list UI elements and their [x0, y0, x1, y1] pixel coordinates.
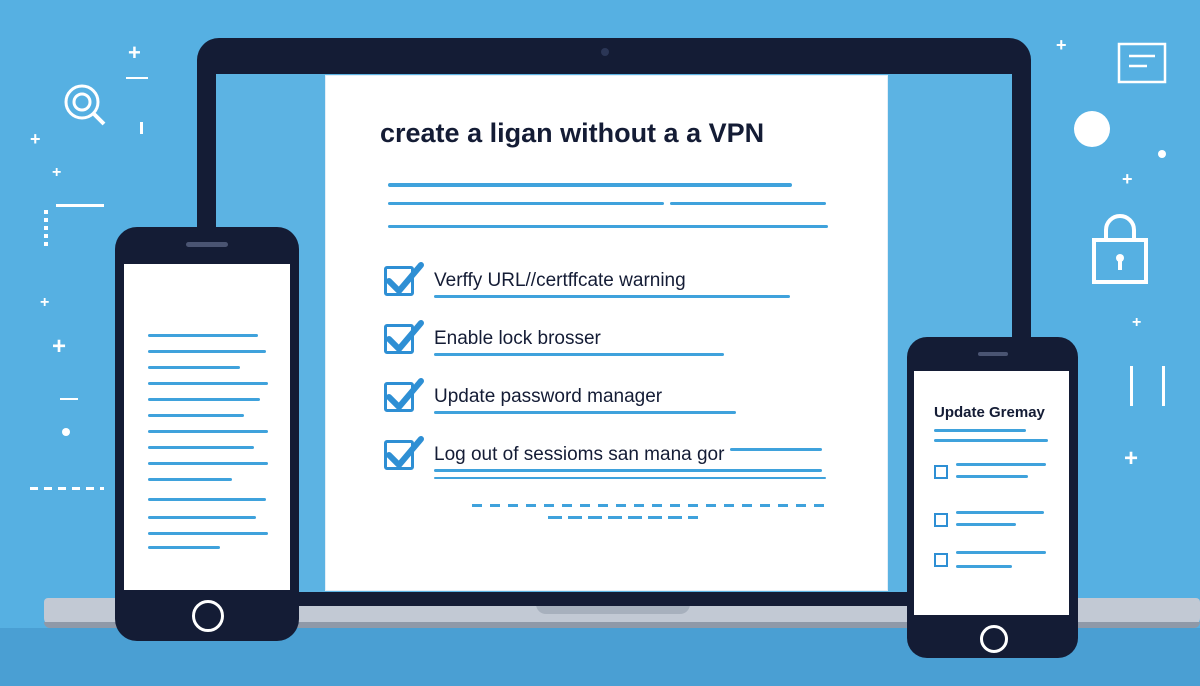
document-page: create a ligan without a a VPN Verffy UR… [326, 76, 887, 590]
home-button[interactable] [192, 600, 224, 632]
check-icon [386, 320, 424, 352]
text-line [388, 202, 664, 205]
plus-icon: + [128, 40, 141, 65]
text-line [434, 295, 790, 298]
text-line [730, 448, 822, 451]
tick-decoration [44, 210, 48, 250]
webcam [601, 48, 609, 56]
plus-icon: + [52, 333, 67, 360]
home-button[interactable] [980, 625, 1008, 653]
dash-decoration [126, 77, 148, 79]
padlock-icon [1092, 214, 1148, 284]
document-icon [1117, 42, 1167, 84]
plus-icon: + [52, 164, 62, 181]
plus-icon: + [1056, 35, 1067, 55]
text-line [434, 353, 724, 356]
plus-icon: + [1124, 445, 1139, 472]
dot-decoration [62, 428, 70, 436]
text-line [148, 446, 254, 449]
text-line [670, 202, 826, 205]
dash-decoration [1130, 366, 1133, 406]
dash-decoration [140, 122, 143, 134]
text-line [956, 463, 1046, 466]
text-line [956, 523, 1016, 526]
text-line [956, 551, 1046, 554]
text-line [434, 469, 822, 472]
dashed-line [548, 516, 698, 519]
checklist-item-label: Enable lock brosser [434, 328, 601, 349]
plus-icon: + [30, 129, 41, 149]
text-line [148, 532, 268, 535]
dashed-line [472, 504, 828, 507]
text-line [956, 565, 1012, 568]
text-line [148, 366, 240, 369]
mini-checkbox[interactable] [934, 513, 948, 527]
page-title: create a ligan without a a VPN [380, 118, 765, 148]
text-line [148, 478, 232, 481]
check-icon [386, 436, 424, 468]
text-line [148, 498, 266, 501]
dash-decoration [60, 398, 78, 400]
dash-decoration [1162, 366, 1165, 406]
plus-icon: + [1122, 169, 1133, 189]
tick-decoration [30, 487, 104, 490]
text-line [934, 429, 1026, 432]
dot-decoration [1158, 150, 1166, 158]
checkbox[interactable] [384, 262, 424, 296]
text-line [434, 411, 736, 414]
phone-speaker [186, 242, 228, 247]
plus-icon: + [40, 294, 50, 311]
text-line [956, 475, 1028, 478]
phone-speaker [978, 352, 1008, 356]
checklist-item-label: Log out of sessioms san mana gor [434, 444, 725, 465]
mini-checkbox[interactable] [934, 465, 948, 479]
checklist-item-label: Update password manager [434, 386, 663, 407]
dot-decoration [1074, 111, 1110, 147]
checkbox[interactable] [384, 378, 424, 412]
text-line [148, 350, 266, 353]
text-line [148, 334, 258, 337]
right-phone-title: Update Gremay [934, 404, 1045, 421]
text-line [956, 511, 1044, 514]
text-line [148, 430, 268, 433]
text-line [148, 546, 220, 549]
mini-checkbox[interactable] [934, 553, 948, 567]
text-line [148, 382, 268, 385]
checklist-item-label: Verffy URL//certffcate warning [434, 270, 686, 291]
check-icon [386, 262, 424, 294]
left-phone-screen [124, 264, 290, 590]
text-line [434, 477, 826, 479]
checkbox[interactable] [384, 436, 424, 470]
text-line [148, 398, 260, 401]
text-line [148, 414, 244, 417]
text-line [388, 225, 828, 228]
fingerprint-icon [64, 84, 106, 126]
laptop-base-edge [44, 622, 1200, 628]
check-icon [386, 378, 424, 410]
text-line [934, 439, 1048, 442]
checkbox[interactable] [384, 320, 424, 354]
text-line [148, 516, 256, 519]
plus-icon: + [1132, 314, 1142, 331]
dash-decoration [56, 204, 104, 207]
text-line [148, 462, 268, 465]
right-phone-screen: Update Gremay [914, 371, 1069, 615]
text-line [388, 183, 792, 187]
